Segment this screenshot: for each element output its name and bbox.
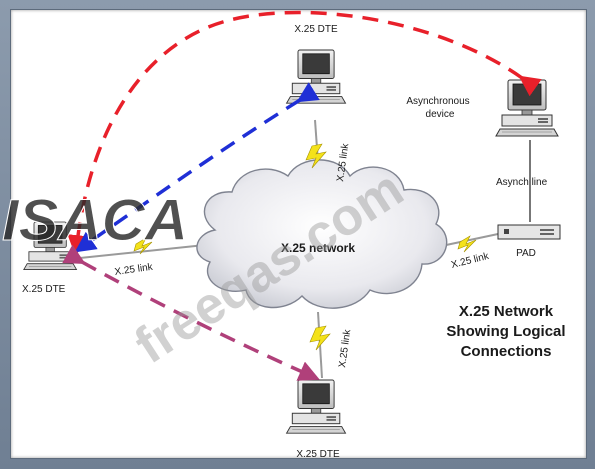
pad-label: PAD — [516, 248, 536, 259]
diagram-title-line3: Connections — [461, 343, 552, 360]
async-line-label: Asynch line — [496, 177, 548, 188]
logical-connection-pink — [62, 244, 320, 381]
link-left-label: X.25 link — [114, 262, 155, 278]
link-bottom-label: X.25 link — [337, 328, 353, 369]
isaca-logo-watermark: ISACA — [2, 188, 188, 253]
logical-connection-blue — [74, 82, 320, 253]
diagram-title-line2: Showing Logical — [446, 323, 565, 340]
diagram-title-line1: X.25 Network — [459, 303, 554, 320]
dte-top-computer-icon — [286, 49, 346, 104]
async-device-label-line2: device — [426, 109, 455, 120]
async-device-label-line1: Asynchronous — [406, 96, 469, 107]
async-device-computer-icon — [495, 79, 559, 137]
dte-top-label: X.25 DTE — [294, 24, 338, 35]
dte-bottom-label: X.25 DTE — [296, 449, 340, 460]
link-right-label: X.25 link — [450, 251, 491, 271]
dte-bottom-computer-icon — [286, 379, 346, 434]
dte-left-label: X.25 DTE — [22, 284, 66, 295]
pad-device-icon — [497, 224, 561, 240]
